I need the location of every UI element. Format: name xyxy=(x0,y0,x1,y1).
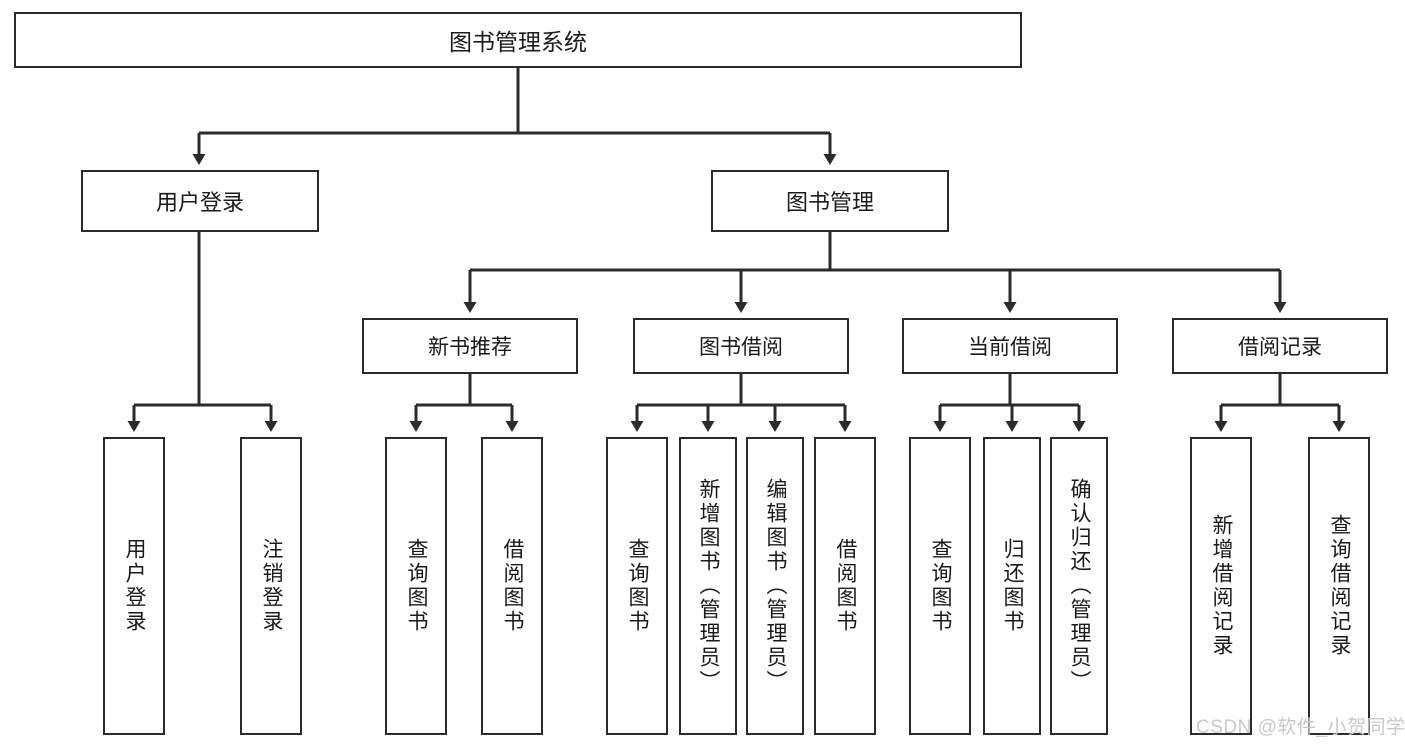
node-leaf-user-logout-label: 注销登录 xyxy=(260,538,284,634)
node-book-borrow[interactable]: 图书借阅 xyxy=(633,318,849,374)
node-leaf-query-book-borrow[interactable]: 查询图书 xyxy=(606,437,668,735)
node-leaf-edit-book-admin-label: 编辑图书（管理员） xyxy=(764,478,788,694)
node-current-borrow[interactable]: 当前借阅 xyxy=(902,318,1118,374)
node-leaf-borrow-book-new[interactable]: 借阅图书 xyxy=(481,437,543,735)
node-current-borrow-label: 当前借阅 xyxy=(968,336,1052,359)
node-leaf-user-login-label: 用户登录 xyxy=(123,538,147,634)
node-leaf-borrow-book-new-label: 借阅图书 xyxy=(501,538,525,634)
node-book-management[interactable]: 图书管理 xyxy=(711,170,949,232)
node-borrow-record[interactable]: 借阅记录 xyxy=(1172,318,1388,374)
node-leaf-confirm-return-admin[interactable]: 确认归还（管理员） xyxy=(1050,437,1108,735)
node-leaf-user-login[interactable]: 用户登录 xyxy=(103,437,165,735)
node-leaf-add-borrow-record-label: 新增借阅记录 xyxy=(1210,514,1234,658)
node-borrow-record-label: 借阅记录 xyxy=(1238,336,1322,359)
node-leaf-query-book-current[interactable]: 查询图书 xyxy=(909,437,971,735)
node-root[interactable]: 图书管理系统 xyxy=(14,12,1022,68)
node-leaf-query-book-borrow-label: 查询图书 xyxy=(626,538,650,634)
node-root-label: 图书管理系统 xyxy=(449,29,587,55)
node-leaf-borrow-book[interactable]: 借阅图书 xyxy=(814,437,876,735)
node-leaf-return-book[interactable]: 归还图书 xyxy=(983,437,1041,735)
node-leaf-borrow-book-label: 借阅图书 xyxy=(834,538,858,634)
node-leaf-add-book-admin-label: 新增图书（管理员） xyxy=(697,478,721,694)
node-leaf-edit-book-admin[interactable]: 编辑图书（管理员） xyxy=(746,437,804,735)
node-user-login-label: 用户登录 xyxy=(155,190,244,215)
node-book-management-label: 图书管理 xyxy=(785,190,874,215)
node-leaf-confirm-return-admin-label: 确认归还（管理员） xyxy=(1068,478,1092,694)
node-leaf-add-book-admin[interactable]: 新增图书（管理员） xyxy=(679,437,737,735)
node-leaf-query-borrow-record-label: 查询借阅记录 xyxy=(1328,514,1352,658)
node-new-book-recommend-label: 新书推荐 xyxy=(428,336,512,359)
node-leaf-query-book-new[interactable]: 查询图书 xyxy=(385,437,447,735)
node-leaf-query-borrow-record[interactable]: 查询借阅记录 xyxy=(1308,437,1370,735)
node-book-borrow-label: 图书借阅 xyxy=(699,336,783,359)
node-leaf-query-book-current-label: 查询图书 xyxy=(929,538,953,634)
node-leaf-return-book-label: 归还图书 xyxy=(1001,538,1025,634)
node-leaf-add-borrow-record[interactable]: 新增借阅记录 xyxy=(1190,437,1252,735)
node-leaf-query-book-new-label: 查询图书 xyxy=(405,538,429,634)
watermark-text: CSDN @软件_小贺同学 xyxy=(1196,717,1405,738)
node-user-login[interactable]: 用户登录 xyxy=(81,170,319,232)
node-leaf-user-logout[interactable]: 注销登录 xyxy=(240,437,302,735)
node-new-book-recommend[interactable]: 新书推荐 xyxy=(362,318,578,374)
